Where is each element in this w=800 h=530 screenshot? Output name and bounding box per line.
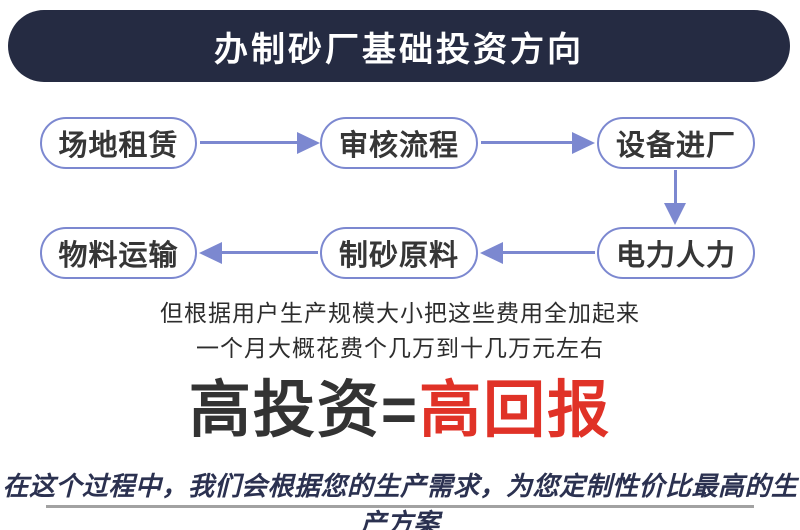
flow-step-material-transport: 物料运输 (40, 227, 197, 279)
arrow-left-2-line (220, 251, 318, 254)
tagline: 在这个过程中，我们会根据您的生产需求，为您定制性价比最高的生产方案 (2, 471, 798, 530)
flow-step-label: 审核流程 (338, 130, 459, 162)
flow-step-label: 制砂原料 (338, 240, 459, 272)
flow-step-power-manpower: 电力人力 (597, 227, 755, 279)
flow-step-sand-raw-material: 制砂原料 (320, 227, 478, 279)
arrow-right-2-line (481, 141, 574, 144)
headline-red-text: 高回报 (419, 376, 612, 445)
arrow-left-1-icon (480, 242, 503, 264)
arrow-right-1-line (200, 141, 299, 144)
headline: 高投资=高回报 (0, 368, 800, 454)
cost-description-line2: 一个月大概花费个几万到十几万元左右 (196, 335, 604, 361)
arrow-right-2-icon (572, 132, 595, 154)
header-banner: 办制砂厂基础投资方向 (8, 10, 790, 82)
flow-step-site-rental: 场地租赁 (40, 117, 197, 169)
flow-step-label: 场地租赁 (58, 130, 179, 162)
flow-step-label: 物料运输 (58, 240, 179, 272)
arrow-left-1-line (501, 251, 595, 254)
arrow-down-line (674, 170, 677, 205)
headline-dark-text: 高投资= (188, 376, 420, 445)
flow-step-review-process: 审核流程 (320, 117, 478, 169)
arrow-down-icon (664, 203, 686, 225)
arrow-right-1-icon (297, 132, 320, 154)
flow-step-equipment-entry: 设备进厂 (597, 117, 755, 169)
arrow-left-2-icon (199, 242, 222, 264)
flow-step-label: 电力人力 (615, 240, 736, 272)
flow-step-label: 设备进厂 (615, 130, 736, 162)
cost-description: 但根据用户生产规模大小把这些费用全加起来 一个月大概花费个几万到十几万元左右 (0, 296, 800, 366)
tagline-underline (46, 505, 754, 508)
cost-description-line1: 但根据用户生产规模大小把这些费用全加起来 (160, 300, 640, 326)
page-title: 办制砂厂基础投资方向 (214, 30, 584, 69)
